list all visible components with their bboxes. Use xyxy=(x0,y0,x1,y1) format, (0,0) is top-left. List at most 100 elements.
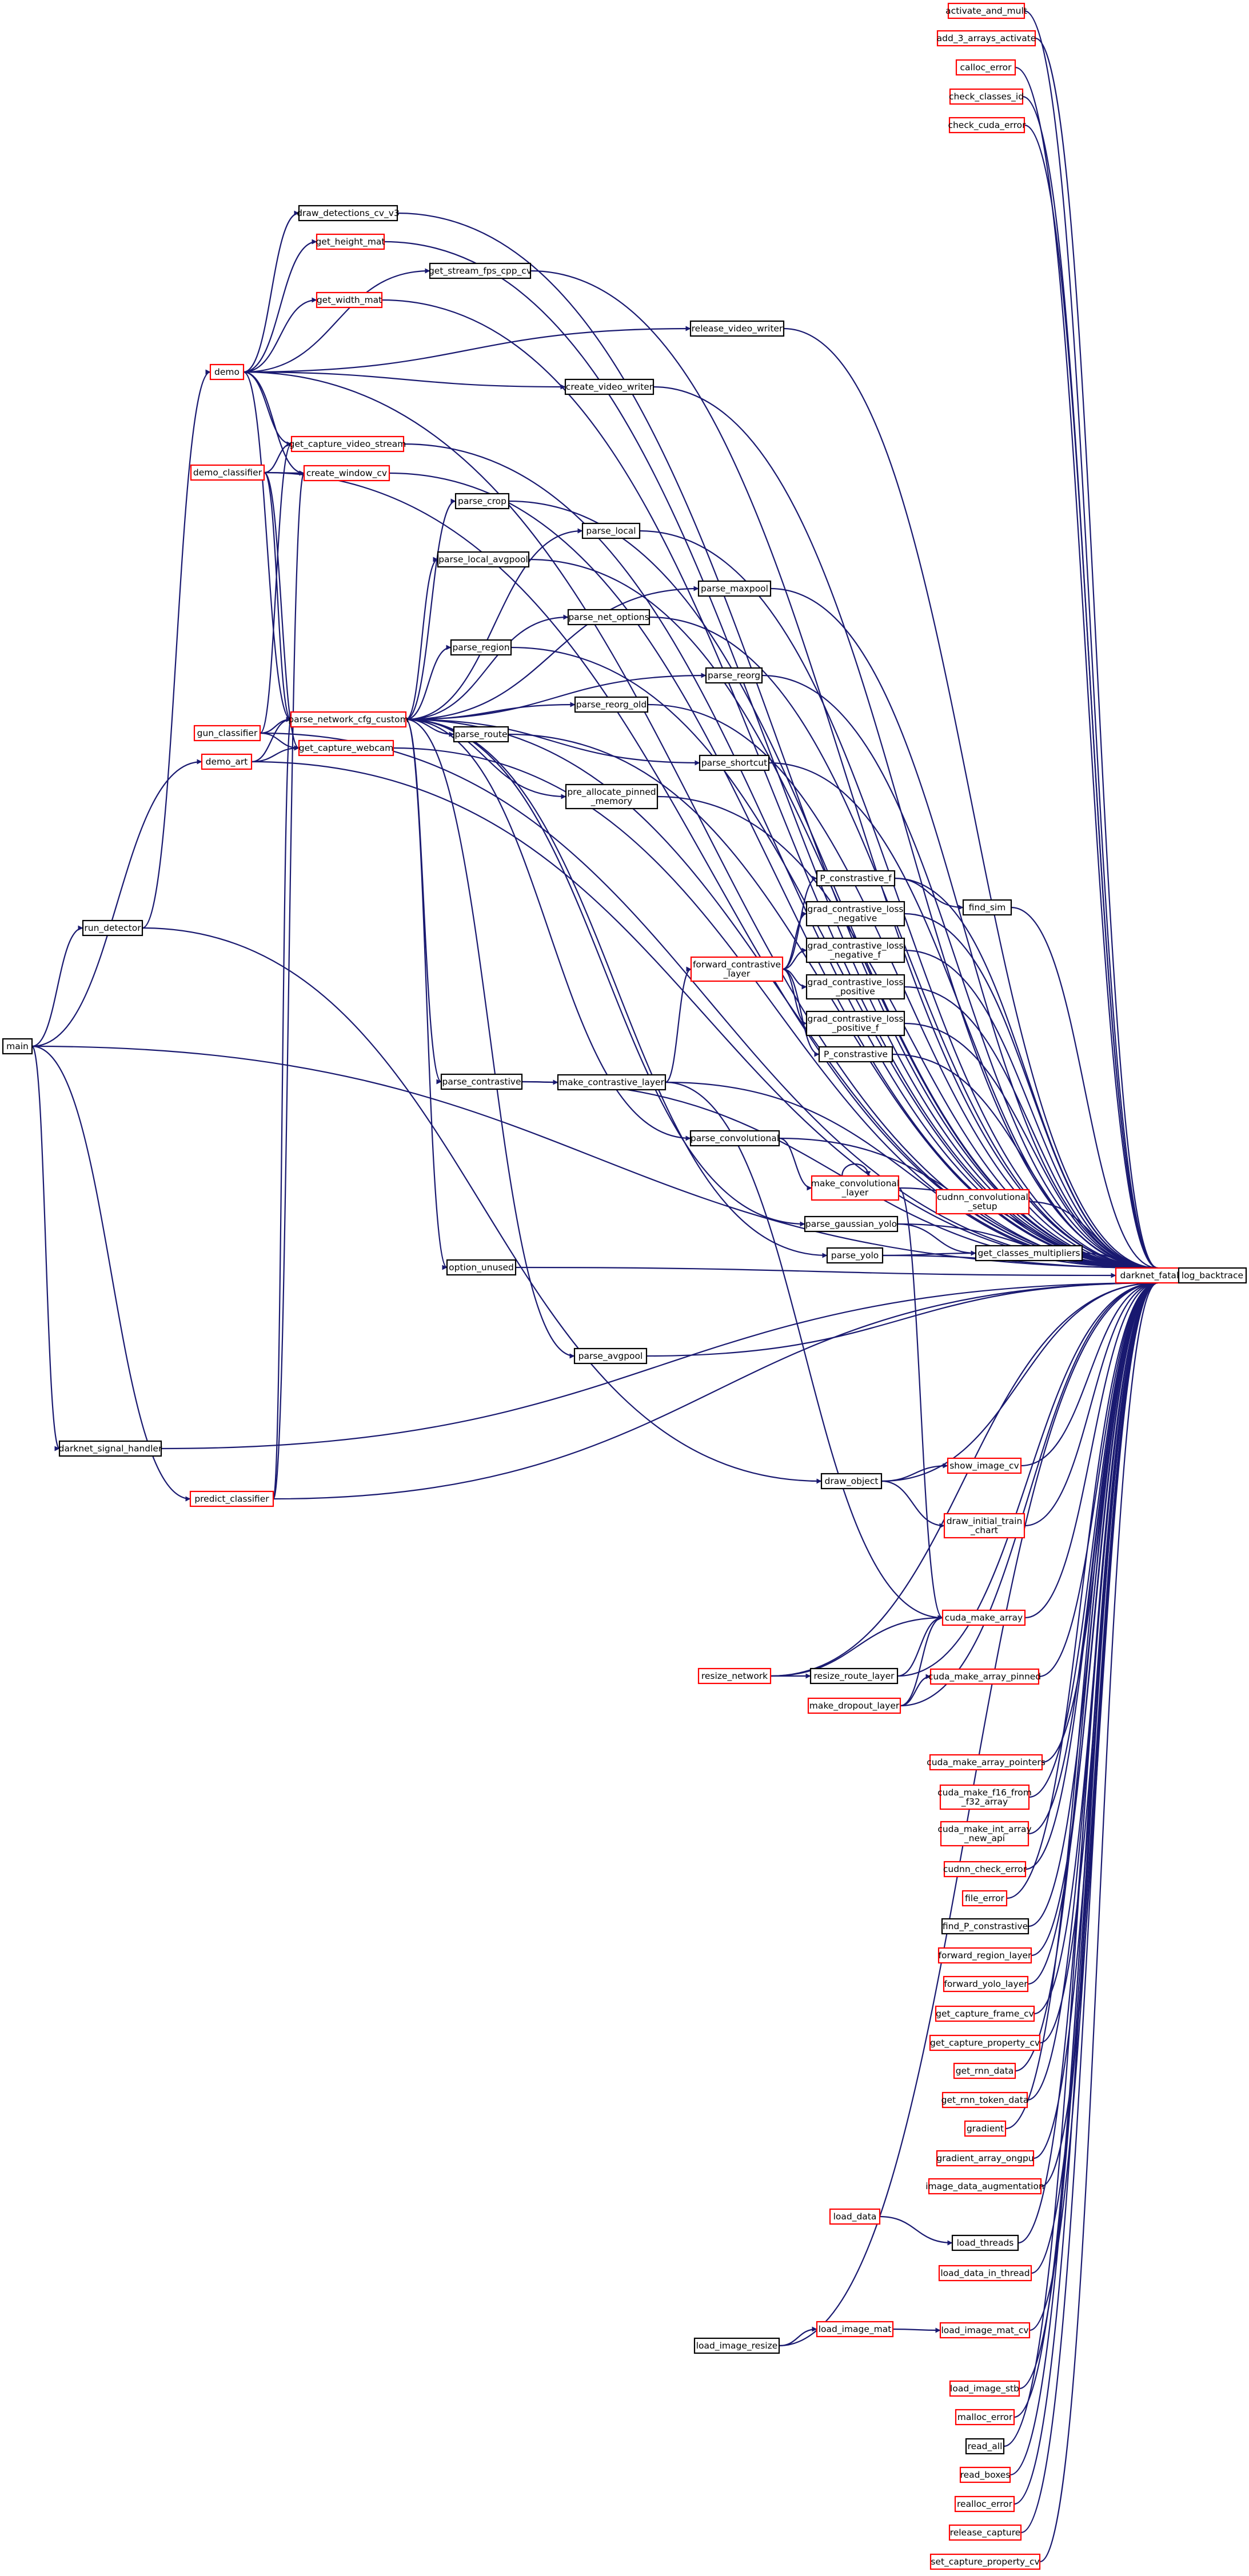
node-parse-avgpool[interactable]: parse_avgpool xyxy=(573,1347,648,1365)
node-cudnn-check-error[interactable]: cudnn_check_error xyxy=(943,1861,1027,1878)
node-get-rnn-token-data[interactable]: get_rnn_token_data xyxy=(941,2091,1029,2109)
node-check-cuda-error[interactable]: check_cuda_error xyxy=(948,117,1026,134)
node-find-sim[interactable]: find_sim xyxy=(962,899,1012,916)
call-edge-demo-to-get_height_mat xyxy=(243,239,317,373)
node-P-constrastive[interactable]: P_constrastive xyxy=(818,1046,893,1063)
node-cuda-make-array-pinned[interactable]: cuda_make_array_pinned xyxy=(928,1668,1041,1685)
node-darknet-signal-handler[interactable]: darknet_signal_handler xyxy=(59,1440,162,1457)
node-option-unused[interactable]: option_unused xyxy=(446,1259,517,1276)
node-calloc-error[interactable]: calloc_error xyxy=(955,59,1016,76)
node-parse-reorg[interactable]: parse_reorg xyxy=(705,667,763,684)
node-label: run_detector xyxy=(84,923,141,934)
node-pre-allocate-pinned-memory[interactable]: pre_allocate_pinned_memory xyxy=(565,783,659,810)
node-parse-crop[interactable]: parse_crop xyxy=(454,493,510,510)
node-parse-maxpool[interactable]: parse_maxpool xyxy=(697,580,772,597)
node-realloc-error[interactable]: realloc_error xyxy=(954,2495,1015,2513)
node-draw-object[interactable]: draw_object xyxy=(820,1473,883,1490)
node-activate-and-mult[interactable]: activate_and_mult xyxy=(945,2,1027,19)
node-resize-route-layer[interactable]: resize_route_layer xyxy=(809,1667,899,1685)
node-malloc-error[interactable]: malloc_error xyxy=(955,2409,1015,2426)
node-grad-contrastive-loss-negative-f[interactable]: grad_contrastive_loss_negative_f xyxy=(805,937,905,963)
node-find-P-constrastive[interactable]: find_P_constrastive xyxy=(941,1918,1029,1935)
node-parse-reorg-old[interactable]: parse_reorg_old xyxy=(574,696,649,713)
node-cuda-make-array-pointers[interactable]: cuda_make_array_pointers xyxy=(927,1754,1046,1771)
node-parse-shortcut[interactable]: parse_shortcut xyxy=(699,754,770,771)
node-load-data[interactable]: load_data xyxy=(829,2208,881,2225)
node-file-error[interactable]: file_error xyxy=(961,1890,1008,1907)
node-load-image-stb[interactable]: load_image_stb xyxy=(949,2380,1020,2397)
node-main[interactable]: main xyxy=(2,1038,33,1055)
node-get-capture-webcam[interactable]: get_capture_webcam xyxy=(298,739,394,757)
node-create-video-writer[interactable]: create_video_writer xyxy=(564,378,655,395)
node-grad-contrastive-loss-negative[interactable]: grad_contrastive_loss_negative xyxy=(805,901,905,927)
node-predict-classifier[interactable]: predict_classifier xyxy=(189,1490,274,1507)
node-grad-contrastive-loss-positive[interactable]: grad_contrastive_loss_positive xyxy=(805,974,905,1000)
node-gun-classifier[interactable]: gun_classifier xyxy=(193,725,261,742)
node-read-all[interactable]: read_all xyxy=(965,2438,1005,2455)
node-load-image-mat[interactable]: load_image_mat xyxy=(816,2321,894,2338)
call-edge-cuda_make_array_pinned-to-darknet_fatal_error xyxy=(1038,1280,1158,1678)
node-get-height-mat[interactable]: get_height_mat xyxy=(316,233,385,250)
node-set-capture-property-cv[interactable]: set_capture_property_cv xyxy=(929,2553,1041,2570)
node-parse-contrastive[interactable]: parse_contrastive xyxy=(440,1073,523,1090)
node-make-dropout-layer[interactable]: make_dropout_layer xyxy=(807,1697,901,1714)
node-parse-local[interactable]: parse_local xyxy=(581,522,641,539)
call-edge-parse_network_cfg_custom-to-parse_avgpool xyxy=(405,718,575,1359)
node-make-contrastive-layer[interactable]: make_contrastive_layer xyxy=(557,1074,667,1091)
node-box xyxy=(574,696,649,713)
node-get-stream-fps-cpp-cv[interactable]: get_stream_fps_cpp_cv xyxy=(429,262,532,279)
node-parse-network-cfg-custom[interactable]: parse_network_cfg_custom xyxy=(288,711,409,728)
node-parse-gaussian-yolo[interactable]: parse_gaussian_yolo xyxy=(804,1215,899,1233)
node-demo-art[interactable]: demo_art xyxy=(201,753,253,770)
node-demo[interactable]: demo xyxy=(209,363,245,381)
node-parse-convolutional[interactable]: parse_convolutional xyxy=(689,1130,780,1147)
node-parse-net-options[interactable]: parse_net_options xyxy=(567,609,651,626)
node-forward-contrastive-layer[interactable]: forward_contrastive_layer xyxy=(690,956,784,982)
node-demo-classifier[interactable]: demo_classifier xyxy=(190,464,265,481)
node-parse-yolo[interactable]: parse_yolo xyxy=(826,1247,884,1264)
node-create-window-cv[interactable]: create_window_cv xyxy=(303,465,390,482)
node-P-constrastive-f[interactable]: P_constrastive_f xyxy=(816,870,896,887)
node-get-capture-frame-cv[interactable]: get_capture_frame_cv xyxy=(935,2005,1035,2022)
call-edge-grad_contrastive_loss_negative-to-darknet_fatal_error xyxy=(904,913,1158,1271)
node-show-image-cv[interactable]: show_image_cv xyxy=(947,1457,1022,1474)
node-check-classes-id[interactable]: check_classes_id xyxy=(949,88,1024,105)
node-cuda-make-array[interactable]: cuda_make_array xyxy=(941,1609,1026,1626)
node-box xyxy=(959,2466,1011,2483)
node-gradient[interactable]: gradient xyxy=(964,2120,1007,2137)
node-get-capture-property-cv[interactable]: get_capture_property_cv xyxy=(929,2034,1041,2051)
node-load-image-resize[interactable]: load_image_resize xyxy=(693,2337,780,2354)
node-forward-yolo-layer[interactable]: forward_yolo_layer xyxy=(943,1975,1029,1993)
node-resize-network[interactable]: resize_network xyxy=(697,1667,772,1685)
node-make-convolutional-layer[interactable]: make_convolutional_layer xyxy=(811,1175,899,1201)
call-edge-make_contrastive_layer-to-cuda_make_array xyxy=(665,1081,943,1621)
node-image-data-augmentation[interactable]: image_data_augmentation xyxy=(925,2178,1044,2195)
call-edge-load_image_mat-to-load_image_mat_cv xyxy=(892,2327,941,2333)
node-parse-region[interactable]: parse_region xyxy=(450,639,512,656)
node-get-capture-video-stream[interactable]: get_capture_video_stream xyxy=(289,435,406,453)
node-load-data-in-thread[interactable]: load_data_in_thread xyxy=(938,2265,1032,2282)
node-parse-route[interactable]: parse_route xyxy=(453,726,509,743)
node-log-backtrace[interactable]: log_backtrace xyxy=(1178,1267,1247,1284)
node-run-detector[interactable]: run_detector xyxy=(82,919,143,937)
call-edge-darknet_signal_handler-to-darknet_fatal_error xyxy=(161,1280,1158,1450)
node-get-width-mat[interactable]: get_width_mat xyxy=(316,291,383,309)
node-load-threads[interactable]: load_threads xyxy=(951,2234,1019,2251)
node-release-video-writer[interactable]: release_video_writer xyxy=(689,320,785,337)
node-draw-initial-train-chart[interactable]: draw_initial_train_chart xyxy=(943,1513,1025,1539)
node-get-classes-multipliers[interactable]: get_classes_multipliers xyxy=(975,1245,1083,1262)
node-draw-detections-cv-v3[interactable]: draw_detections_cv_v3 xyxy=(297,205,400,222)
node-forward-region-layer[interactable]: forward_region_layer xyxy=(937,1947,1032,1964)
node-add-3-arrays-activate[interactable]: add_3_arrays_activate xyxy=(937,30,1036,47)
node-cuda-make-int-array-new-api[interactable]: cuda_make_int_array_new_api xyxy=(937,1821,1032,1847)
node-load-image-mat-cv[interactable]: load_image_mat_cv xyxy=(939,2322,1031,2339)
node-gradient-array-ongpu[interactable]: gradient_array_ongpu xyxy=(936,2150,1035,2167)
node-cuda-make-f16-from-f32-array[interactable]: cuda_make_f16_from_f32_array xyxy=(937,1784,1032,1810)
node-read-boxes[interactable]: read_boxes xyxy=(959,2466,1011,2483)
node-parse-local-avgpool[interactable]: parse_local_avgpool xyxy=(437,551,530,568)
node-grad-contrastive-loss-positive-f[interactable]: grad_contrastive_loss_positive_f xyxy=(805,1010,905,1037)
node-box xyxy=(938,2265,1032,2282)
node-release-capture[interactable]: release_capture xyxy=(948,2524,1022,2541)
node-cudnn-convolutional-setup[interactable]: cudnn_convolutional_setup xyxy=(935,1189,1030,1215)
node-get-rnn-data[interactable]: get_rnn_data xyxy=(953,2062,1016,2079)
